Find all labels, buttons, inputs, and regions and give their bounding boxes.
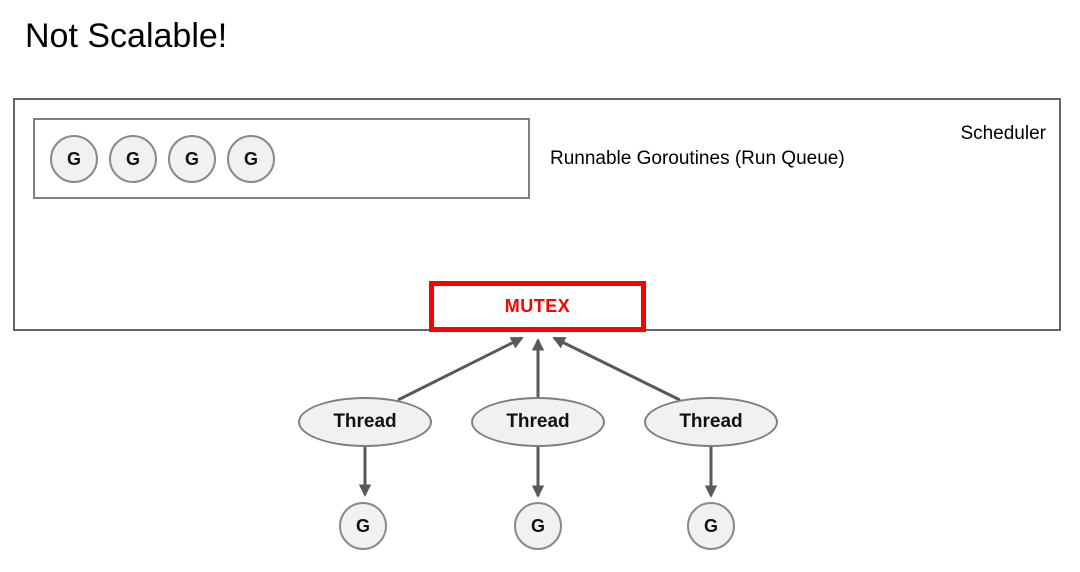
runqueue-goroutine-node: G [168, 135, 216, 183]
goroutine-label: G [530, 515, 545, 536]
runqueue-goroutine-node: G [227, 135, 275, 183]
runqueue-goroutine-node: G [50, 135, 98, 183]
page-title: Not Scalable! [25, 17, 228, 55]
mutex-box: MUTEX [429, 281, 646, 332]
thread-node: Thread [298, 397, 432, 447]
goroutine-label: G [355, 515, 370, 536]
thread-node: Thread [644, 397, 778, 447]
arrow-thread1-to-mutex [397, 336, 524, 402]
runqueue-goroutine-node: G [109, 135, 157, 183]
goroutine-label: G [703, 515, 718, 536]
scheduler-label: Scheduler [960, 123, 1046, 144]
mutex-label: MUTEX [504, 296, 571, 316]
thread-label: Thread [333, 411, 397, 432]
run-queue-box: G G G G [33, 118, 530, 199]
goroutine-label: G [66, 148, 81, 169]
goroutine-label: G [125, 148, 140, 169]
thread-label: Thread [506, 411, 570, 432]
running-goroutine-node: G [687, 502, 735, 550]
running-goroutine-node: G [514, 502, 562, 550]
thread-node: Thread [471, 397, 605, 447]
arrow-thread3-to-mutex [552, 336, 681, 402]
goroutine-label: G [243, 148, 258, 169]
running-goroutine-node: G [339, 502, 387, 550]
thread-label: Thread [679, 411, 743, 432]
goroutine-label: G [184, 148, 199, 169]
run-queue-caption: Runnable Goroutines (Run Queue) [550, 148, 845, 169]
